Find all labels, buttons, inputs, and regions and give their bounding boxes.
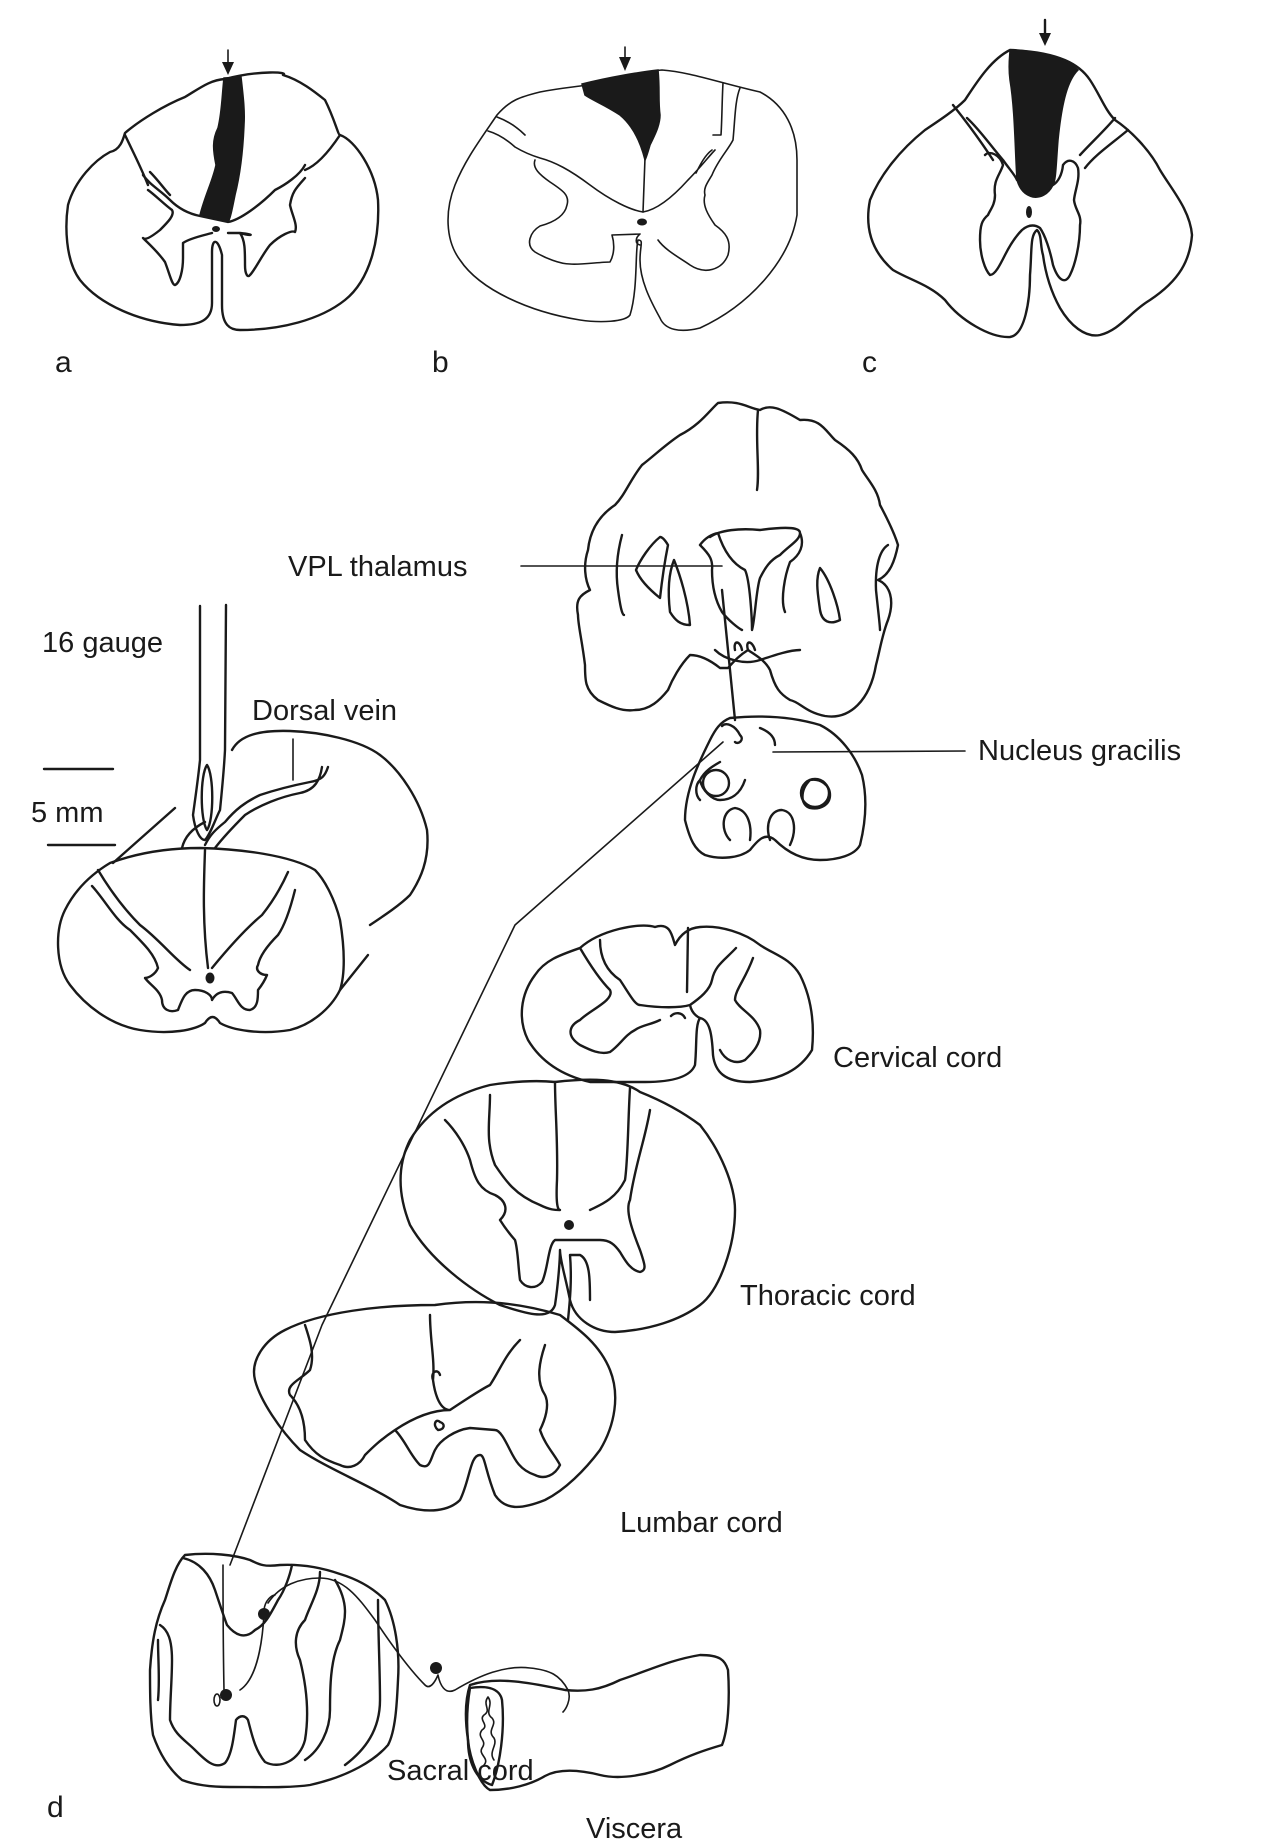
visceral-afferent-pathway: Viscera <box>267 1577 730 1845</box>
brain-right-putamen <box>816 566 842 624</box>
cord-cylinder-bottom <box>338 953 370 992</box>
sacral-cord-label: Sacral cord <box>387 1755 534 1787</box>
cervical-outline <box>520 924 815 1084</box>
viscera-lumen <box>465 1686 505 1787</box>
thoracic-central-canal <box>564 1220 574 1230</box>
medulla-outline <box>683 715 867 862</box>
cord-cross-section-grey <box>90 848 297 1013</box>
nucleus-gracilis-label: Nucleus gracilis <box>978 735 1181 767</box>
panel-c-central-canal <box>1026 206 1032 218</box>
sacral-neuron-cell-body <box>220 1689 232 1701</box>
panel-a-label: a <box>55 346 72 379</box>
thalamo-cortical-fiber <box>720 588 737 722</box>
dorsal-vein-label: Dorsal vein <box>252 695 397 727</box>
panel-c-outline <box>867 48 1194 339</box>
panel-b-central-canal <box>637 218 647 226</box>
thalamus-structure <box>698 526 804 632</box>
cut-line <box>111 806 177 865</box>
panel-a-grey-matter <box>123 133 342 287</box>
thoracic-outline <box>399 1078 737 1334</box>
panel-b-label: b <box>432 346 449 379</box>
panel-a-outline <box>65 71 380 332</box>
brain-outline <box>576 401 900 718</box>
brain-midline-fissure <box>755 408 760 492</box>
needle-gauge-label: 16 gauge <box>42 627 163 659</box>
brain-left-putamen <box>667 558 692 627</box>
lumbar-outline <box>252 1300 617 1512</box>
medulla-left-nucleus <box>701 768 731 798</box>
panel-a-lesion <box>199 76 245 223</box>
sacral-cord-section: Sacral cord <box>148 1552 534 1789</box>
thoracic-cord-label: Thoracic cord <box>740 1280 916 1312</box>
cord-central-canal <box>205 972 215 984</box>
cord-cross-section-outline <box>56 846 345 1034</box>
ascending-dorsal-column-pathway <box>229 741 724 1566</box>
panel-c-label: c <box>862 346 877 379</box>
panel-b-cord-section: b <box>432 46 798 379</box>
panel-b-grey-matter <box>487 82 741 271</box>
panel-b-midline <box>642 157 646 213</box>
needle-bevel <box>200 763 214 832</box>
panel-c-cord-section: c <box>862 18 1194 379</box>
cord-cylinder-body <box>230 729 429 927</box>
panel-b-outline <box>447 69 798 332</box>
brain-coronal-section: VPL thalamus <box>288 401 900 722</box>
injection-cord-section: 5 mm 16 gauge Dorsal vein <box>31 603 429 1034</box>
brain-left-ventricle <box>634 535 670 600</box>
thoracic-cord-section: Thoracic cord <box>399 1078 916 1334</box>
brain-base <box>713 641 802 664</box>
thoracic-grey-matter <box>443 1080 652 1322</box>
cervical-grey-matter <box>569 926 762 1064</box>
panel-c-arrowhead <box>1039 33 1051 46</box>
lumbar-cord-label: Lumbar cord <box>620 1507 783 1539</box>
medulla-right-nucleus <box>799 777 831 809</box>
brain-right-lateral-sulcus <box>874 543 890 632</box>
sacral-afferent-fiber <box>222 1564 225 1691</box>
sacral-inner-ring <box>303 1578 382 1767</box>
sacral-central-canal <box>213 1693 221 1707</box>
vpl-thalamus-label: VPL thalamus <box>288 551 467 583</box>
cervical-cord-section: Cervical cord <box>520 924 1002 1084</box>
panel-b-lesion <box>581 69 661 163</box>
panel-a-arrowhead <box>222 62 234 75</box>
nucleus-gracilis-pointer <box>772 750 966 753</box>
panel-c-grey-matter <box>951 103 1130 282</box>
panel-a-cord-section: a <box>55 49 380 379</box>
viscera-mucosa <box>479 1696 496 1766</box>
brain-left-lateral-sulcus <box>615 533 626 617</box>
panel-b-arrowhead <box>619 57 631 71</box>
viscera-tube <box>464 1653 730 1792</box>
scale-bar-label: 5 mm <box>31 797 104 829</box>
lumbar-cord-section: Lumbar cord <box>252 1300 783 1539</box>
medulla-section: Nucleus gracilis <box>683 715 1181 862</box>
needle-shaft <box>191 603 228 842</box>
medulla-pyramids <box>722 806 796 847</box>
dorsal-vein <box>180 765 330 850</box>
dorsal-root-ganglion <box>430 1662 442 1674</box>
panel-d-label: d <box>47 1791 64 1824</box>
sacral-interneuron-fiber <box>239 1594 276 1691</box>
sacral-grey-matter <box>156 1556 322 1767</box>
cervical-cord-label: Cervical cord <box>833 1042 1002 1074</box>
viscera-label: Viscera <box>586 1813 683 1845</box>
panel-c-lesion <box>1008 49 1080 198</box>
lumbar-grey-matter <box>287 1313 562 1479</box>
panel-a-central-canal <box>212 226 220 232</box>
sacral-outline <box>148 1552 400 1789</box>
